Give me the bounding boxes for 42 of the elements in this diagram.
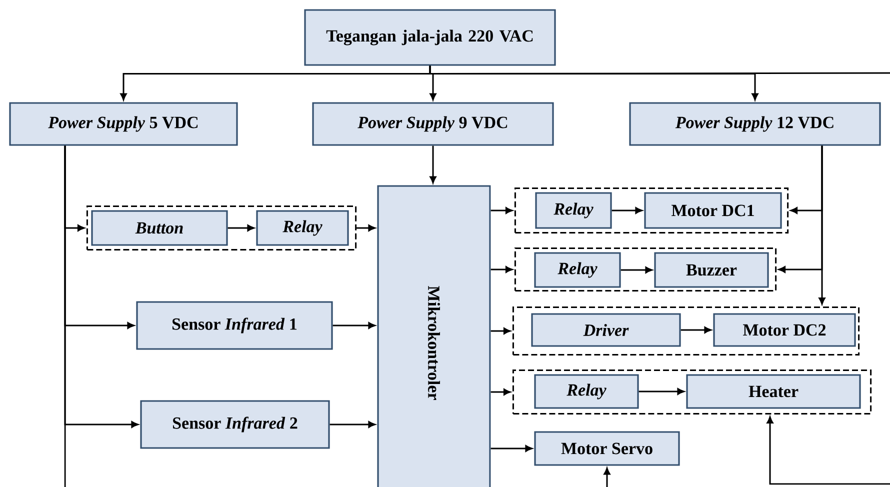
arrow [604,468,610,487]
block-box: Sensor Infrared 1 [136,301,333,350]
block-box: Driver [531,313,681,347]
arrow [620,266,652,274]
arrow [490,388,511,396]
block-box: Motor DC1 [644,192,782,229]
arrow [490,328,511,334]
dashed-group-box [514,187,789,234]
block-box: Relay [534,374,639,409]
arrow [356,224,376,232]
arrow [818,146,826,305]
connector-line [429,66,890,75]
arrow [490,445,532,452]
block-box: Relay [535,192,612,229]
block-box: Buzzer [654,252,769,288]
block-box: Sensor Infrared 2 [140,400,330,449]
block-box: Button [91,210,228,246]
arrow [330,421,376,428]
dashed-group-box [514,247,777,292]
supply-box: Power Supply 12 VDC [629,102,881,146]
block-box: Motor DC2 [713,313,856,347]
arrow [332,322,376,329]
block-box: Heater [686,374,861,409]
dashed-group-box [512,306,860,356]
controller-box: Mikrokontroler [377,185,491,487]
arrow [638,388,684,395]
supply-box: Power Supply 5 VDC [9,102,238,146]
dashed-group-box [86,205,357,251]
supply-box: Power Supply 9 VDC [312,102,554,146]
arrow [612,207,642,214]
arrow [228,224,254,232]
arrow [490,266,513,273]
arrow [680,326,712,334]
arrow [766,416,890,485]
arrow [430,146,436,184]
supply-box: Tegangan jala-jala 220 VAC [304,9,556,66]
block-box: Relay [534,252,621,288]
arrow [490,207,513,214]
block-box: Motor Servo [534,431,680,466]
block-box: Relay [256,210,349,246]
connector-line [64,146,66,487]
dashed-group-box [512,369,872,415]
